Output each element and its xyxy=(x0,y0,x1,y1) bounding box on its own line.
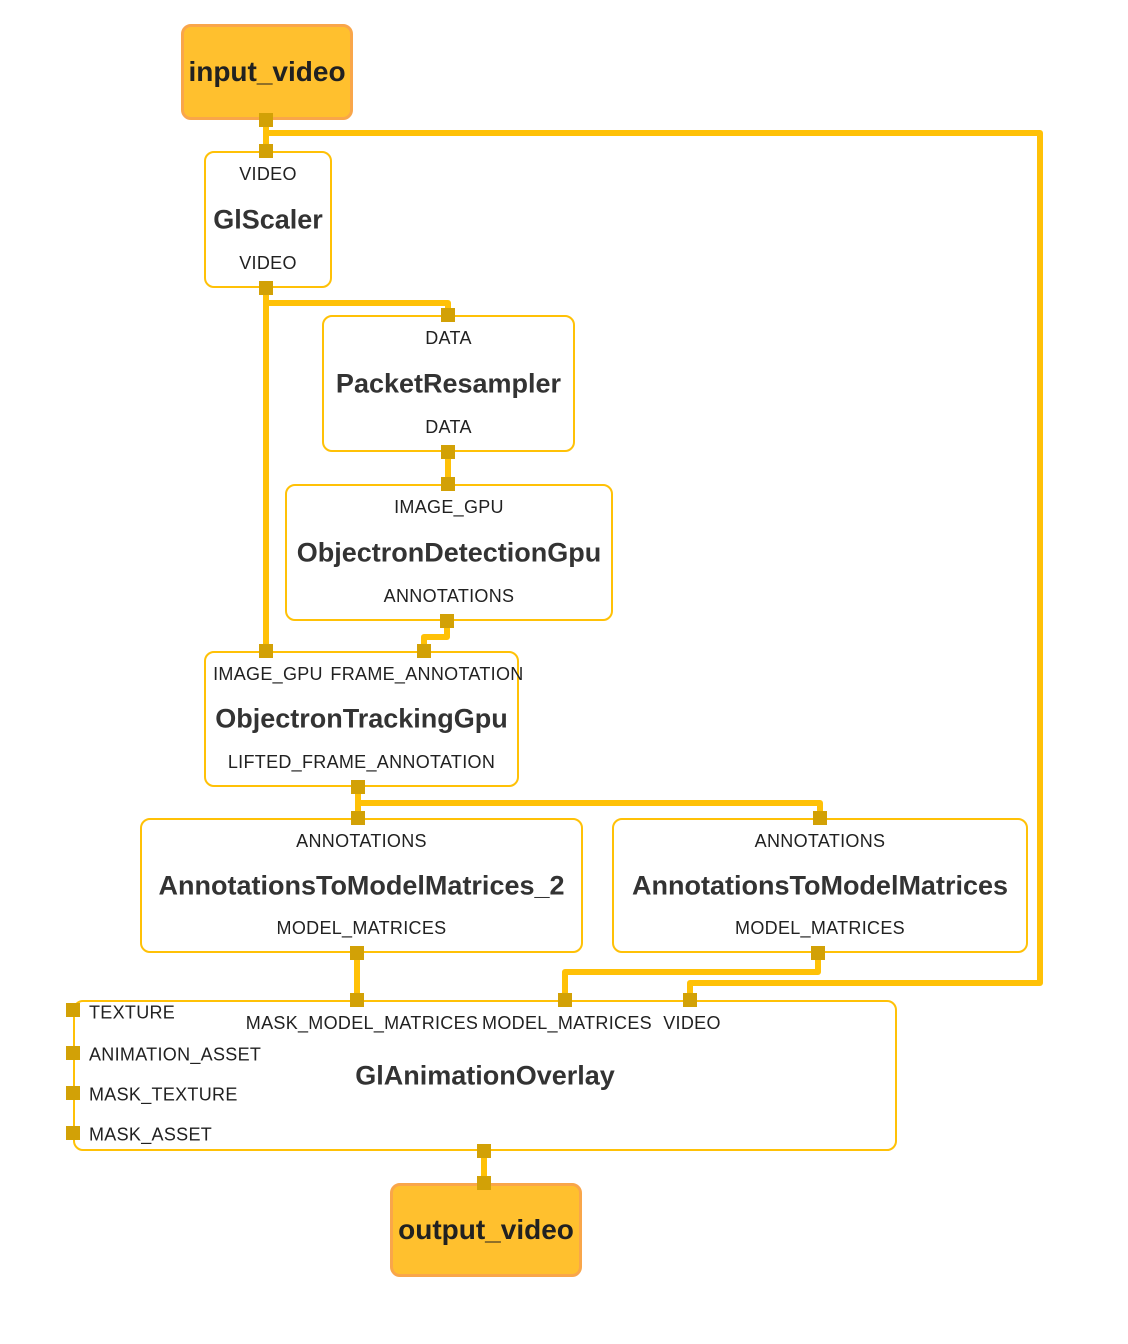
port-label-glscaler-video-out: VIDEO xyxy=(239,253,297,273)
node-objectron-tracking-gpu[interactable]: IMAGE_GPU FRAME_ANNOTATION ObjectronTrac… xyxy=(204,651,523,787)
node-input-video[interactable]: input_video xyxy=(181,24,353,120)
node-title-annotations-to-model-matrices-2: AnnotationsToModelMatrices_2 xyxy=(158,870,565,900)
edge-glscaler-to-resampler-data xyxy=(266,300,451,315)
node-title-objectron-tracking-gpu: ObjectronTrackingGpu xyxy=(215,703,508,734)
node-annotations-to-model-matrices[interactable]: ANNOTATIONS AnnotationsToModelMatrices M… xyxy=(612,818,1028,953)
port-label-a2mm-modelmatrices-out: MODEL_MATRICES xyxy=(735,918,905,938)
input-video-label: input_video xyxy=(188,56,346,87)
port-label-overlay-animationasset-in: ANIMATION_ASSET xyxy=(89,1044,262,1065)
port-label-overlay-texture-in: TEXTURE xyxy=(89,1002,176,1023)
port-label-glscaler-video-in: VIDEO xyxy=(239,164,297,184)
port-label-overlay-maskasset-in: MASK_ASSET xyxy=(89,1124,213,1145)
node-title-objectron-detection-gpu: ObjectronDetectionGpu xyxy=(296,537,602,567)
node-title-glscaler: GlScaler xyxy=(213,204,323,234)
port-label-resampler-data-in: DATA xyxy=(425,328,472,348)
port-label-tracking-imagegpu-in: IMAGE_GPU xyxy=(213,664,323,684)
port-label-tracking-liftedframeannotation-out: LIFTED_FRAME_ANNOTATION xyxy=(227,752,496,772)
port-label-a2mm2-annotations-in: ANNOTATIONS xyxy=(296,831,427,851)
edge-detection-to-tracking-frameannotation xyxy=(421,621,450,651)
port-label-detection-imagegpu-in: IMAGE_GPU xyxy=(394,497,504,517)
node-annotations-to-model-matrices-2[interactable]: ANNOTATIONS AnnotationsToModelMatrices_2… xyxy=(140,818,583,953)
node-output-video[interactable]: output_video xyxy=(390,1183,582,1277)
node-glscaler[interactable]: VIDEO GlScaler VIDEO xyxy=(204,151,332,288)
node-gl-animation-overlay[interactable]: MASK_MODEL_MATRICES MODEL_MATRICES VIDEO… xyxy=(73,1000,897,1151)
port-label-a2mm2-modelmatrices-out: MODEL_MATRICES xyxy=(276,918,447,938)
edge-tracking-to-a2mm-annotations xyxy=(358,800,823,818)
port-label-detection-annotations-out: ANNOTATIONS xyxy=(383,586,515,606)
node-title-annotations-to-model-matrices: AnnotationsToModelMatrices xyxy=(631,870,1009,900)
port-label-overlay-maskmodelmatrices-in: MASK_MODEL_MATRICES xyxy=(245,1013,479,1033)
port-label-overlay-masktexture-in: MASK_TEXTURE xyxy=(89,1084,238,1105)
node-packet-resampler[interactable]: DATA PacketResampler DATA xyxy=(322,315,575,452)
node-objectron-detection-gpu[interactable]: IMAGE_GPU ObjectronDetectionGpu ANNOTATI… xyxy=(285,484,613,621)
port-label-overlay-modelmatrices-in: MODEL_MATRICES xyxy=(482,1013,652,1033)
output-video-label: output_video xyxy=(398,1214,574,1245)
edge-a2mm-to-overlay-modelmatrices xyxy=(562,953,821,1000)
port-label-tracking-frameannotation-in: FRAME_ANNOTATION xyxy=(330,664,524,684)
port-label-a2mm-annotations-in: ANNOTATIONS xyxy=(754,831,886,851)
port-label-overlay-video-in: VIDEO xyxy=(663,1013,721,1033)
node-title-packet-resampler: PacketResampler xyxy=(335,368,562,398)
port-label-resampler-data-out: DATA xyxy=(425,417,472,437)
node-title-gl-animation-overlay: GlAnimationOverlay xyxy=(355,1060,615,1090)
